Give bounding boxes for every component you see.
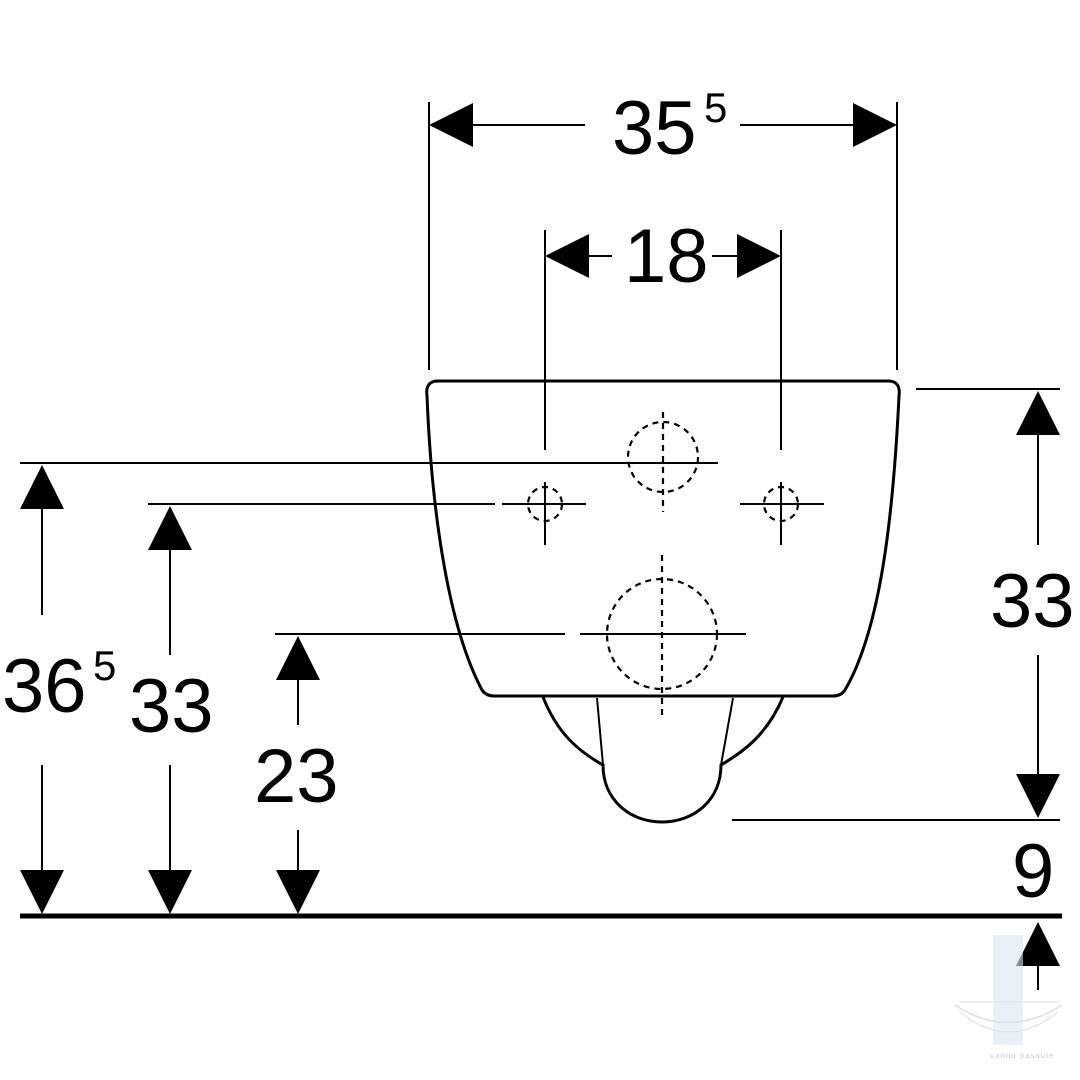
dim-height-bottom-label: 9 — [1012, 829, 1054, 914]
toilet-outlet-outline — [541, 696, 785, 824]
dim-height-outlet: 23 — [254, 633, 565, 914]
dim-height-outlet-label: 23 — [254, 734, 339, 819]
dim-height-outer-sup: 5 — [93, 642, 116, 689]
dim-height-fixings-label: 33 — [129, 664, 214, 749]
dim-fixing-spacing-label: 18 — [624, 214, 709, 299]
outlet-hole — [580, 555, 746, 718]
fixing-hole-right — [740, 482, 824, 545]
dim-height-fixings: 33 — [129, 503, 586, 914]
watermark-text: vannu pasaule — [990, 1052, 1054, 1060]
toilet-body-outline — [425, 379, 901, 698]
watermark-logo: vannu pasaule — [954, 935, 1063, 1060]
dim-height-outer: 36 5 — [2, 462, 718, 914]
dim-overall-width-label: 35 — [612, 86, 697, 171]
outlet-inner-left — [596, 697, 604, 766]
dim-height-body-label: 33 — [990, 559, 1075, 644]
dim-overall-width: 35 5 — [428, 84, 898, 370]
fixing-hole-left — [526, 482, 564, 545]
outlet-inner-right — [720, 697, 734, 766]
dim-height-outer-label: 36 — [2, 644, 87, 729]
dim-fixing-spacing: 18 — [544, 214, 782, 450]
dim-height-bottom: 9 — [1012, 829, 1060, 990]
dim-height-body: 33 — [732, 388, 1075, 821]
dim-overall-width-sup: 5 — [704, 84, 727, 131]
